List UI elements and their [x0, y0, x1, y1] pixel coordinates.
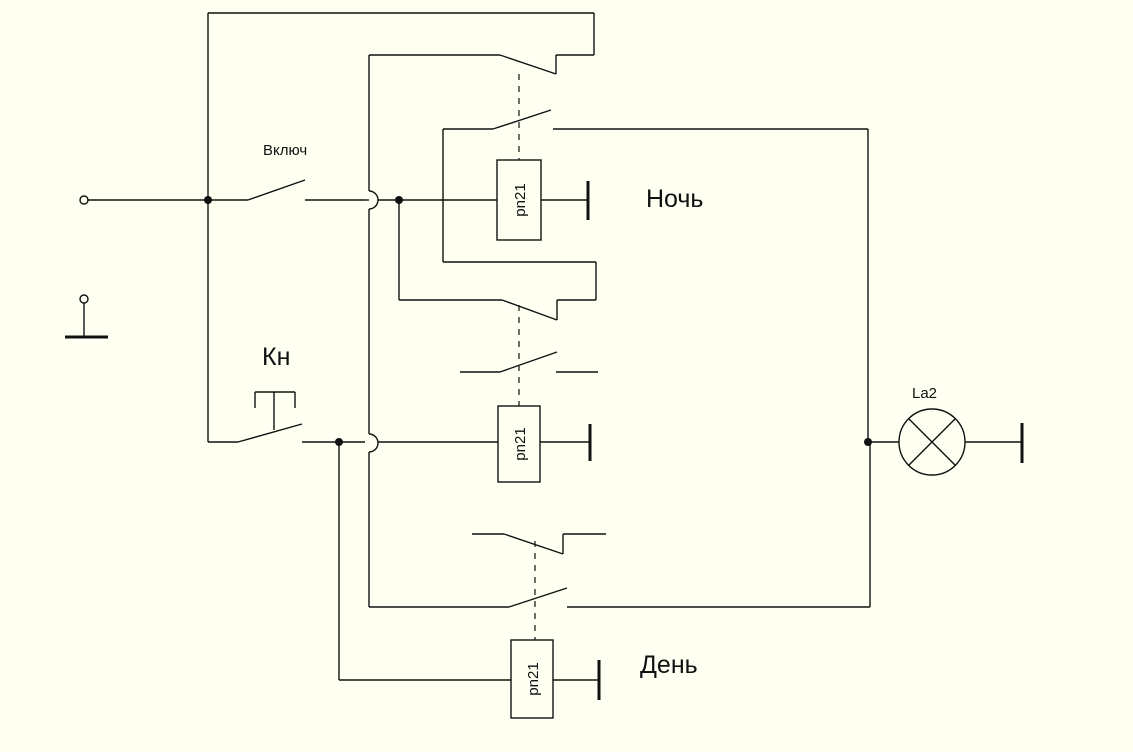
interlock-contact-lower: [460, 351, 598, 373]
relay-coil-night: pn21: [496, 159, 542, 241]
day-label: День: [640, 651, 698, 679]
switch-on: [247, 179, 365, 201]
day-contact-upper: [472, 533, 606, 555]
day-contact-lower: [508, 587, 870, 608]
svg-text:pn21: pn21: [512, 427, 529, 460]
svg-text:pn21: pn21: [525, 662, 542, 695]
day-feed-wire: [338, 442, 511, 681]
relay-coil-middle: pn21: [497, 405, 541, 483]
button-label: Кн: [262, 343, 290, 371]
switch-on-label: Включ: [263, 142, 307, 159]
night-holding-contact: [442, 109, 868, 320]
night-label: Ночь: [646, 185, 703, 213]
ground-terminal: [65, 294, 108, 339]
svg-text:pn21: pn21: [512, 183, 529, 216]
lamp-icon: [898, 408, 966, 476]
interlock-contact-upper: [398, 200, 558, 321]
main-feed-wire: [88, 12, 595, 442]
lamp-label: La2: [912, 385, 937, 402]
vertical-bus-wire: [368, 54, 557, 608]
junction-dot: [864, 438, 872, 446]
input-terminal: [79, 195, 89, 205]
junction-dot: [204, 196, 212, 204]
relay-coil-day: pn21: [510, 639, 554, 719]
push-button: [208, 391, 365, 443]
right-bus-wire: [867, 129, 899, 607]
